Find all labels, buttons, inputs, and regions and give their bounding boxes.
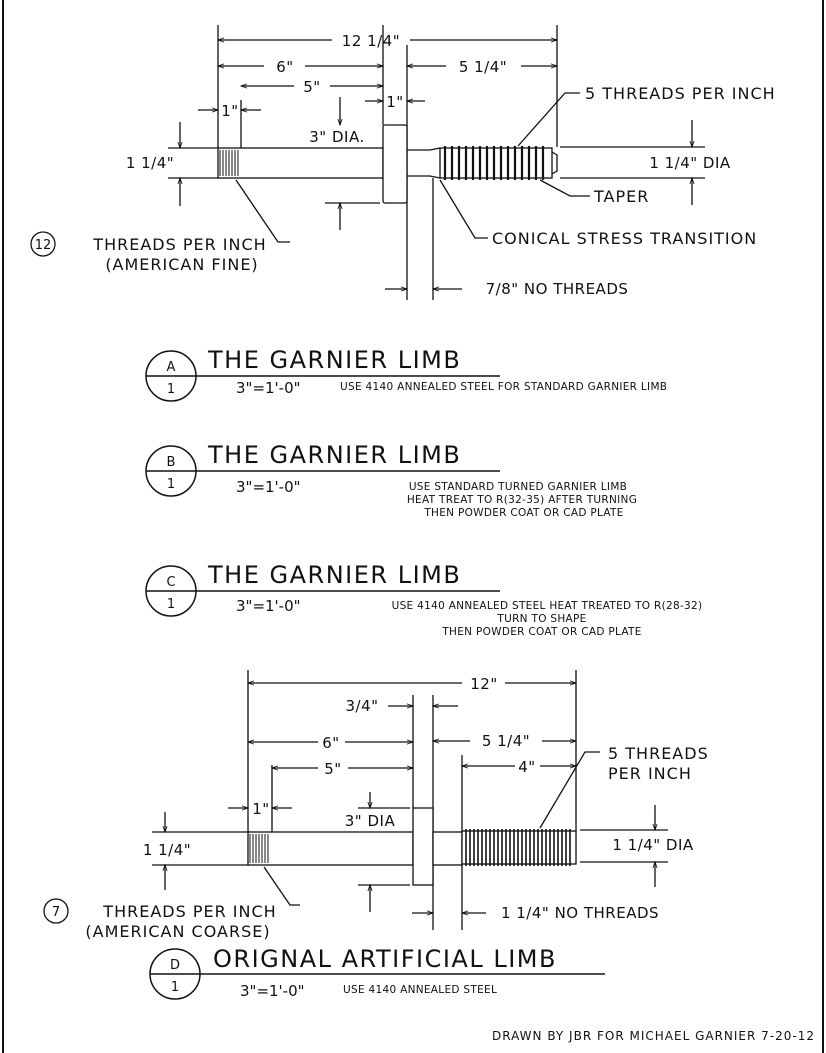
dim-d-shank-dia: 1 1/4": [143, 841, 191, 859]
dim-a-collar-dia: 3" DIA.: [309, 128, 364, 146]
title-d-spec-1: USE 4140 ANNEALED STEEL: [343, 984, 497, 996]
title-c-sheet: 1: [167, 597, 175, 612]
title-c-spec-2: TURN TO SHAPE: [496, 613, 586, 625]
dim-d-left-5: 5": [324, 760, 341, 778]
note-a-conical: CONICAL STRESS TRANSITION: [492, 229, 757, 248]
dim-d-collar-width: 3/4": [345, 697, 378, 715]
drawing-credit: DRAWN BY JBR FOR MICHAEL GARNIER 7-20-12: [492, 1029, 815, 1043]
title-b-spec-3: THEN POWDER COAT OR CAD PLATE: [423, 507, 623, 519]
title-a-spec-1: USE 4140 ANNEALED STEEL FOR STANDARD GAR…: [340, 381, 667, 393]
note-a-fine-line2: (AMERICAN FINE): [105, 255, 258, 274]
note-a-fine-line1: THREADS PER INCH: [92, 235, 266, 254]
dim-d-thread-len: 4": [518, 758, 535, 776]
title-a-name: THE GARNIER LIMB: [207, 346, 461, 374]
title-c-letter: C: [166, 575, 175, 590]
bubble-a-fine-count: [30, 231, 56, 257]
note-d-thread-pitch-2: PER INCH: [608, 764, 692, 783]
note-a-taper: TAPER: [593, 187, 649, 206]
title-b-spec-1: USE STANDARD TURNED GARNIER LIMB: [409, 481, 627, 493]
title-a-scale: 3"=1'-0": [236, 379, 301, 397]
detail-d-drawing: [152, 670, 668, 930]
title-c-name: THE GARNIER LIMB: [207, 561, 461, 589]
title-a-sheet: 1: [167, 382, 175, 397]
bubble-d-coarse-count-text: 7: [52, 905, 60, 920]
title-d-name: ORIGNAL ARTIFICIAL LIMB: [213, 945, 557, 973]
dim-a-collar-width: 1": [386, 93, 403, 111]
title-b-spec-2: HEAT TREAT TO R(32-35) AFTER TURNING: [407, 494, 637, 506]
dim-a-fine-thread-len: 1": [221, 102, 238, 120]
title-c-spec-1: USE 4140 ANNEALED STEEL HEAT TREATED TO …: [392, 600, 703, 612]
title-b-letter: B: [167, 455, 176, 470]
dim-d-overall: 12": [470, 675, 498, 693]
dim-d-no-threads: 1 1/4" NO THREADS: [501, 904, 659, 922]
title-c-spec-3: THEN POWDER COAT OR CAD PLATE: [441, 626, 641, 638]
dim-a-left-6: 6": [276, 58, 293, 76]
dim-a-no-threads: 7/8" NO THREADS: [486, 280, 629, 298]
title-block-d: D 1 ORIGNAL ARTIFICIAL LIMB 3"=1'-0" USE…: [149, 945, 605, 1000]
dim-d-coarse-thread-len: 1": [252, 800, 269, 818]
dim-a-shank-dia: 1 1/4": [126, 154, 174, 172]
bubble-a-fine-count-text: 12: [35, 238, 52, 253]
title-block-a: A 1 THE GARNIER LIMB 3"=1'-0" USE 4140 A…: [145, 346, 667, 402]
dim-a-right: 5 1/4": [459, 58, 507, 76]
title-d-scale: 3"=1'-0": [240, 982, 305, 1000]
title-b-name: THE GARNIER LIMB: [207, 441, 461, 469]
dim-d-thread-dia: 1 1/4" DIA: [612, 836, 694, 854]
dim-d-collar-dia: 3" DIA: [345, 812, 396, 830]
title-b-sheet: 1: [167, 477, 175, 492]
note-d-coarse-line1: THREADS PER INCH: [102, 902, 276, 921]
bubble-d-coarse-count: [43, 898, 69, 924]
title-b-scale: 3"=1'-0": [236, 478, 301, 496]
dim-d-right: 5 1/4": [482, 732, 530, 750]
title-block-b: B 1 THE GARNIER LIMB 3"=1'-0" USE STANDA…: [145, 441, 637, 519]
title-block-c: C 1 THE GARNIER LIMB 3"=1'-0" USE 4140 A…: [145, 561, 703, 638]
dim-a-left-5: 5": [303, 78, 320, 96]
title-c-scale: 3"=1'-0": [236, 597, 301, 615]
title-a-letter: A: [167, 360, 176, 375]
note-a-thread-pitch: 5 THREADS PER INCH: [585, 84, 776, 103]
dim-a-overall: 12 1/4": [342, 32, 400, 50]
note-d-thread-pitch-1: 5 THREADS: [608, 744, 709, 763]
dim-d-left-6: 6": [322, 734, 339, 752]
dim-a-thread-dia: 1 1/4" DIA: [649, 154, 731, 172]
note-d-coarse-line2: (AMERICAN COARSE): [85, 922, 270, 941]
detail-a-drawing: [168, 25, 705, 300]
title-d-letter: D: [170, 958, 180, 973]
title-d-sheet: 1: [171, 980, 179, 995]
